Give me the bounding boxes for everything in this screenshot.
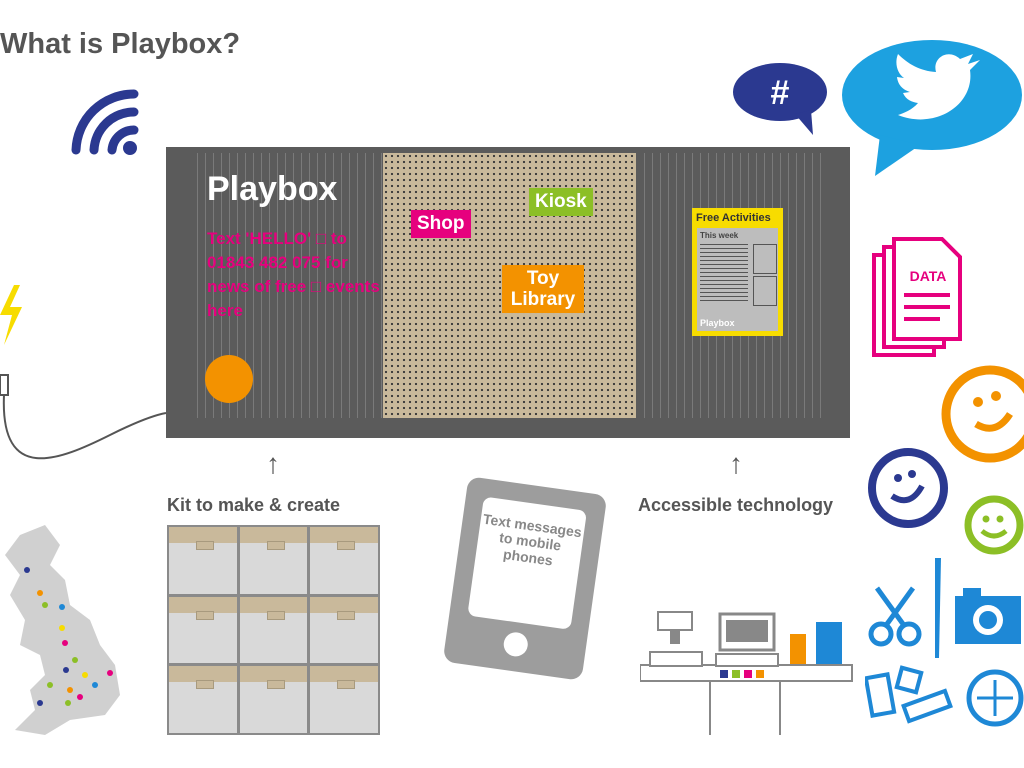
image-placeholder-icon bbox=[753, 276, 777, 306]
svg-text:DATA: DATA bbox=[910, 268, 947, 284]
wifi-icon bbox=[71, 89, 139, 155]
sms-instructions: Text 'HELLO' □ to 01843 482 075 for news… bbox=[207, 229, 380, 320]
craft-icons bbox=[865, 558, 1024, 727]
phone-screen-text: Text messages to mobile phones bbox=[467, 496, 588, 630]
poster-subheading: This week bbox=[700, 231, 739, 240]
free-activities-poster: Free Activities This week Playbox bbox=[692, 208, 783, 336]
camera-icon bbox=[955, 588, 1021, 644]
box bbox=[239, 527, 308, 594]
kit-label: Kit to make & create bbox=[167, 495, 341, 515]
poster-footer: Playbox bbox=[700, 318, 735, 328]
storage-boxes bbox=[167, 525, 380, 735]
box bbox=[310, 666, 378, 733]
box bbox=[239, 596, 308, 664]
power-cable-icon bbox=[0, 285, 167, 460]
arrow-up-icon: ↑ bbox=[729, 448, 743, 479]
box bbox=[169, 527, 237, 594]
arrow-up-icon: ↑ bbox=[266, 448, 280, 479]
smiley-navy-icon bbox=[868, 448, 948, 528]
toy-library-sign: Toy Library bbox=[502, 265, 584, 313]
image-placeholder-icon bbox=[753, 244, 777, 274]
svg-text:#: # bbox=[771, 74, 790, 112]
kiosk-sign: Kiosk bbox=[529, 188, 593, 216]
box bbox=[239, 666, 308, 733]
data-documents-icon: DATA bbox=[872, 237, 962, 357]
hashtag-bubble-icon: # bbox=[733, 62, 829, 142]
poster-text-lines bbox=[700, 244, 748, 304]
page-title: What is Playbox? bbox=[0, 28, 241, 60]
smiley-orange-icon bbox=[941, 365, 1024, 463]
mobile-phone-icon: Text messages to mobile phones bbox=[442, 476, 608, 681]
phone-home-button bbox=[502, 630, 530, 658]
accessible-tech-label: Accessible technology bbox=[638, 495, 834, 515]
poster-heading: Free Activities bbox=[696, 212, 771, 224]
uk-map bbox=[5, 525, 120, 735]
shop-sign: Shop bbox=[411, 210, 471, 238]
box bbox=[169, 666, 237, 733]
accessible-tech-desk bbox=[640, 611, 853, 735]
orange-dot bbox=[205, 355, 253, 403]
box bbox=[310, 527, 378, 594]
twitter-bubble-icon bbox=[842, 40, 1022, 176]
smiley-green-icon bbox=[964, 495, 1024, 555]
playbox-brand: Playbox bbox=[207, 170, 338, 208]
box bbox=[169, 596, 237, 664]
box bbox=[310, 596, 378, 664]
